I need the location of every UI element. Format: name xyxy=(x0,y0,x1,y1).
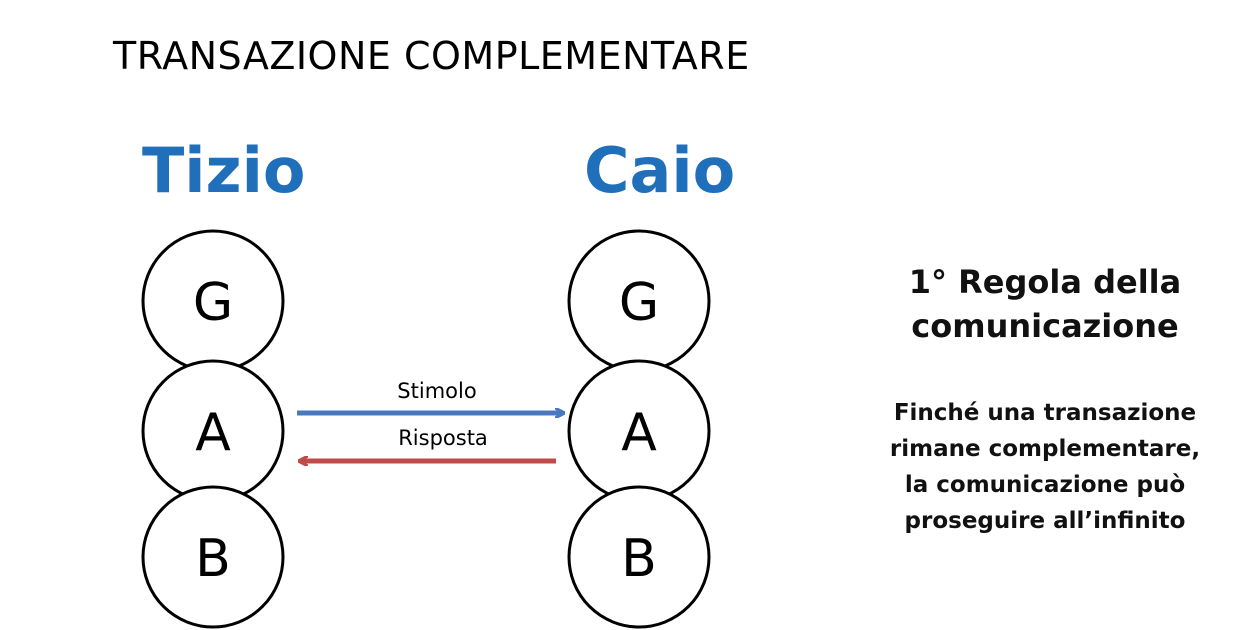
rule-title: 1° Regola della comunicazione xyxy=(870,260,1220,348)
rule-title-line1: 1° Regola della xyxy=(908,263,1182,301)
person-name-caio: Caio xyxy=(584,134,736,207)
tizio-ego-states: G A B xyxy=(141,229,285,629)
tizio-child-label: B xyxy=(195,529,231,589)
rule-body-line4: proseguire all’infinito xyxy=(904,508,1186,534)
caio-child-circle xyxy=(567,485,711,629)
page-title: TRANSAZIONE COMPLEMENTARE xyxy=(113,34,750,78)
person-name-tizio: Tizio xyxy=(142,134,306,207)
caio-child-label: B xyxy=(621,529,657,589)
response-label: Risposta xyxy=(398,426,488,450)
tizio-parent-label: G xyxy=(193,273,233,333)
rule-body-line2: rimane complementare, xyxy=(889,436,1201,462)
rule-body-line3: la comunicazione può xyxy=(904,472,1186,498)
tizio-adult-label: A xyxy=(195,403,231,463)
stimulus-label: Stimolo xyxy=(397,379,476,403)
tizio-child-circle xyxy=(141,485,285,629)
caio-adult-label: A xyxy=(621,403,657,463)
rule-body: Finché una transazione rimane complement… xyxy=(860,395,1230,539)
caio-ego-states: G A B xyxy=(567,229,711,629)
rule-title-line2: comunicazione xyxy=(911,307,1179,345)
caio-parent-label: G xyxy=(619,273,659,333)
rule-body-line1: Finché una transazione xyxy=(893,400,1197,426)
